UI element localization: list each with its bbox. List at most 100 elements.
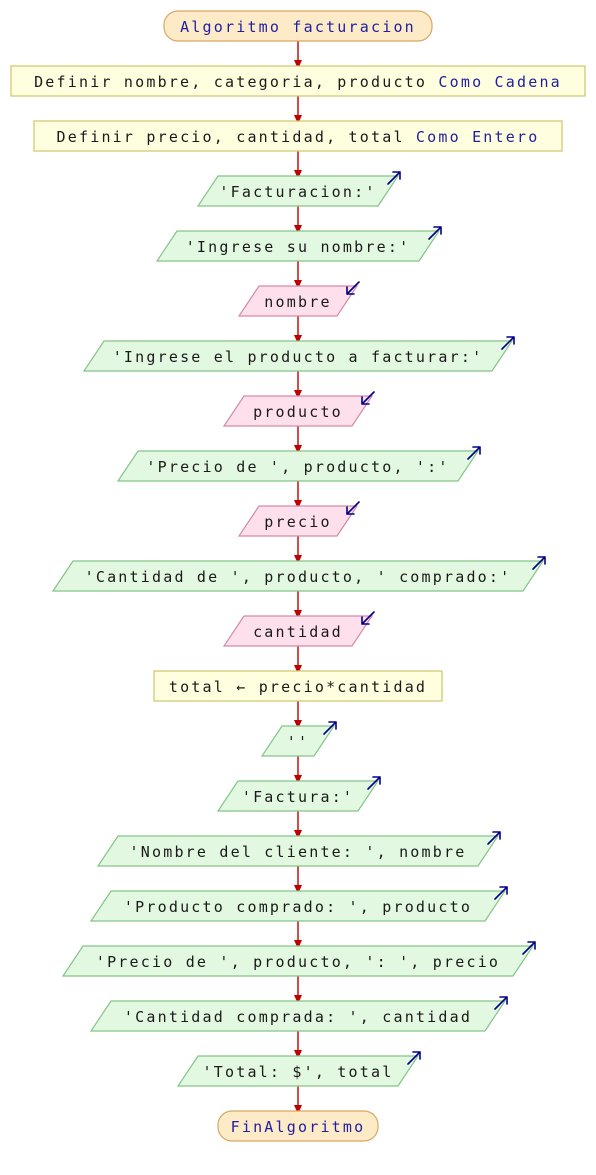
node-text: precio — [264, 513, 331, 531]
output-arrow-icon — [501, 336, 515, 350]
node-shape — [116, 450, 480, 482]
node-input-nombre: nombre — [237, 281, 360, 317]
keyword-text: Algoritmo facturacion — [180, 18, 416, 36]
node-text: 'Precio de ', producto, ': ', precio — [96, 953, 500, 971]
node-label: 'Nombre del cliente: ', nombre — [130, 843, 467, 861]
node-shape — [222, 615, 374, 647]
input-arrow-icon — [361, 391, 375, 405]
node-label: FinAlgoritmo — [231, 1118, 366, 1136]
node-label: cantidad — [253, 623, 343, 641]
node-output-precio-de-producto: 'Precio de ', producto, ':' — [116, 446, 481, 482]
node-text: total ← precio*cantidad — [169, 678, 427, 696]
node-input-precio: precio — [237, 501, 360, 537]
node-terminal-finalgoritmo: FinAlgoritmo — [217, 1110, 379, 1142]
node-shape — [89, 890, 507, 922]
output-arrow-icon — [407, 1051, 421, 1065]
node-shape — [260, 725, 336, 757]
node-shape — [61, 945, 535, 977]
node-text: 'Total: $', total — [203, 1063, 394, 1081]
node-label: 'Precio de ', producto, ': ', precio — [96, 953, 500, 971]
keyword-text: FinAlgoritmo — [231, 1118, 366, 1136]
node-shape — [153, 670, 443, 702]
output-arrow-icon — [522, 941, 536, 955]
node-text: 'Precio de ', producto, ':' — [146, 458, 449, 476]
node-text: cantidad — [253, 623, 343, 641]
node-text: 'Factura:' — [242, 788, 354, 806]
node-process-total-precio-cantidad: total ← precio*cantidad — [153, 670, 443, 702]
node-process-definir-nombre-categoria-producto-como-c: Definir nombre, categoria, producto Como… — [10, 65, 586, 97]
node-shape — [237, 505, 359, 537]
node-output-facturacion: 'Facturacion:' — [196, 171, 401, 207]
node-label: producto — [253, 403, 343, 421]
node-label: 'Cantidad comprada: ', cantidad — [124, 1008, 472, 1026]
node-shape — [222, 395, 374, 427]
node-label: '' — [287, 733, 309, 751]
node-text: 'Cantidad de ', producto, ' comprado:' — [85, 568, 512, 586]
node-label: nombre — [264, 293, 331, 311]
keyword-text: Como Entero — [416, 128, 540, 146]
node-text: 'Nombre del cliente: ', nombre — [130, 843, 467, 861]
output-arrow-icon — [387, 171, 401, 185]
node-shape — [163, 10, 433, 42]
node-shape — [10, 65, 586, 97]
node-output-ingrese-el-producto-a-facturar: 'Ingrese el producto a facturar:' — [82, 336, 515, 372]
node-text: 'Ingrese el producto a facturar:' — [113, 348, 484, 366]
node-output-nombre-del-cliente-nombre: 'Nombre del cliente: ', nombre — [96, 831, 501, 867]
node-label: total ← precio*cantidad — [169, 678, 427, 696]
output-arrow-icon — [494, 996, 508, 1010]
node-label: 'Ingrese el producto a facturar:' — [113, 348, 484, 366]
node-label: 'Facturacion:' — [219, 183, 376, 201]
output-arrow-icon — [532, 556, 546, 570]
input-arrow-icon — [346, 281, 360, 295]
node-text: Definir nombre, categoria, producto — [34, 73, 438, 91]
output-arrow-icon — [428, 226, 442, 240]
node-label: Definir precio, cantidad, total Como Ent… — [57, 128, 540, 146]
node-label: precio — [264, 513, 331, 531]
node-output-cantidad-comprada-cantidad: 'Cantidad comprada: ', cantidad — [89, 996, 508, 1032]
node-label: Definir nombre, categoria, producto Como… — [34, 73, 562, 91]
node-input-cantidad: cantidad — [222, 611, 375, 647]
node-input-producto: producto — [222, 391, 375, 427]
node-text: nombre — [264, 293, 331, 311]
node-shape — [155, 230, 441, 262]
node-shape — [96, 835, 500, 867]
node-shape — [217, 1110, 379, 1142]
node-output-precio-de-producto-precio: 'Precio de ', producto, ': ', precio — [61, 941, 536, 977]
node-label: 'Ingrese su nombre:' — [186, 238, 411, 256]
node-process-definir-precio-cantidad-total-como-enter: Definir precio, cantidad, total Como Ent… — [33, 120, 563, 152]
node-output-total-total: 'Total: $', total — [176, 1051, 421, 1087]
node-output-cantidad-de-producto-comprado: 'Cantidad de ', producto, ' comprado:' — [51, 556, 546, 592]
input-arrow-icon — [361, 611, 375, 625]
node-text: 'Producto comprado: ', producto — [124, 898, 472, 916]
node-shape — [51, 560, 545, 592]
node-shape — [33, 120, 563, 152]
node-terminal-algoritmo-facturacion: Algoritmo facturacion — [163, 10, 433, 42]
output-arrow-icon — [367, 776, 381, 790]
node-output-blank: '' — [260, 721, 337, 757]
node-label: 'Cantidad de ', producto, ' comprado:' — [85, 568, 512, 586]
node-shape — [176, 1055, 420, 1087]
node-label: Algoritmo facturacion — [180, 18, 416, 36]
node-text: 'Ingrese su nombre:' — [186, 238, 411, 256]
input-arrow-icon — [346, 501, 360, 515]
node-shape — [82, 340, 514, 372]
output-arrow-icon — [494, 886, 508, 900]
node-text: 'Facturacion:' — [219, 183, 376, 201]
node-text: 'Cantidad comprada: ', cantidad — [124, 1008, 472, 1026]
node-label: 'Total: $', total — [203, 1063, 394, 1081]
node-output-ingrese-su-nombre: 'Ingrese su nombre:' — [155, 226, 442, 262]
node-shape — [196, 175, 400, 207]
node-label: 'Precio de ', producto, ':' — [146, 458, 449, 476]
keyword-text: Como Cadena — [438, 73, 562, 91]
node-label: 'Factura:' — [242, 788, 354, 806]
node-label: 'Producto comprado: ', producto — [124, 898, 472, 916]
node-text: '' — [287, 733, 309, 751]
node-text: producto — [253, 403, 343, 421]
node-text: Definir precio, cantidad, total — [57, 128, 416, 146]
node-output-producto-comprado-producto: 'Producto comprado: ', producto — [89, 886, 508, 922]
node-shape — [89, 1000, 507, 1032]
output-arrow-icon — [323, 721, 337, 735]
output-arrow-icon — [487, 831, 501, 845]
output-arrow-icon — [467, 446, 481, 460]
